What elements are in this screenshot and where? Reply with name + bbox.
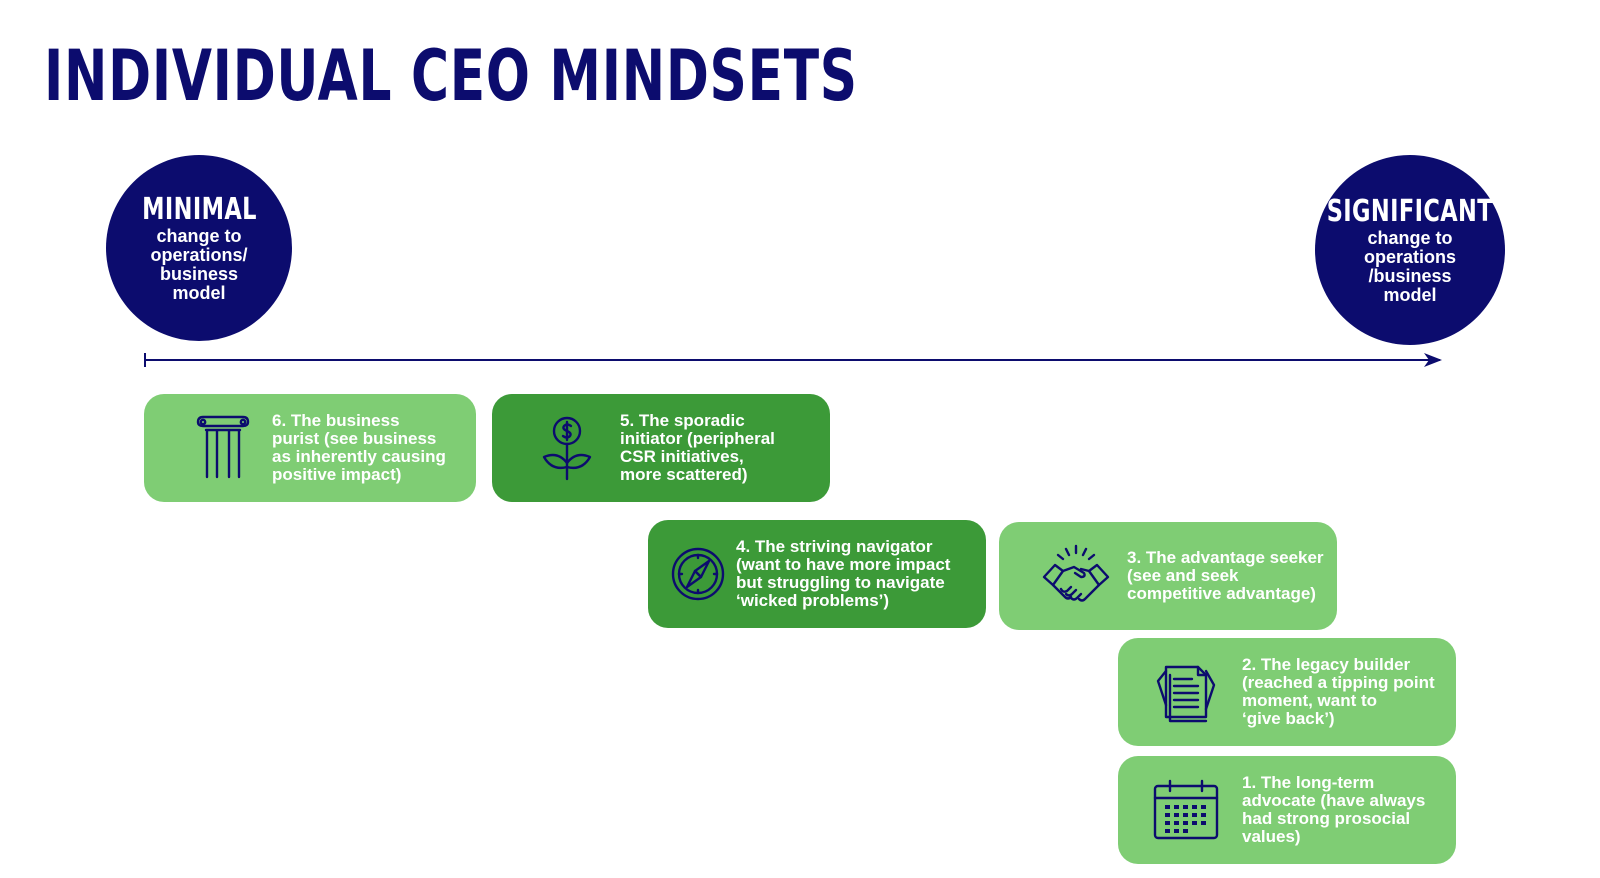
mindset-business-purist: 6. The business purist (see business as …	[144, 394, 476, 502]
mindset-advantage-seeker: 3. The advantage seeker (see and seek co…	[999, 522, 1337, 630]
minimal-label: MINIMAL	[141, 191, 257, 227]
significant-description: change to operations /business model	[1363, 227, 1456, 305]
pillar-icon	[196, 415, 250, 479]
page-title: INDIVIDUAL CEO MINDSETS	[44, 35, 858, 117]
mindset-sporadic-initiator: 5. The sporadic initiator (peripheral CS…	[492, 394, 830, 502]
mindset-legacy-builder: 2. The legacy builder (reached a tipping…	[1118, 638, 1456, 746]
calendar-icon	[1153, 779, 1219, 840]
mindset-4-text: 4. The striving navigator (want to have …	[736, 537, 951, 610]
mindset-2-text: 2. The legacy builder (reached a tipping…	[1242, 655, 1435, 728]
mindset-3-text: 3. The advantage seeker (see and seek co…	[1127, 548, 1324, 603]
mindset-6-text: 6. The business purist (see business as …	[272, 411, 446, 484]
mindset-1-text: 1. The long-term advocate (have always h…	[1242, 773, 1426, 846]
minimal-change-circle: MINIMAL change to operations/ business m…	[106, 155, 292, 341]
significant-label: SIGNIFICANT	[1326, 193, 1494, 229]
significant-change-circle: SIGNIFICANT change to operations /busine…	[1315, 155, 1505, 345]
document-icon	[1156, 665, 1216, 723]
handshake-icon	[1042, 544, 1110, 602]
minimal-description: change to operations/ business model	[150, 225, 248, 303]
mindset-5-text: 5. The sporadic initiator (peripheral CS…	[620, 411, 775, 484]
compass-icon	[671, 547, 725, 601]
money-plant-icon	[542, 416, 592, 481]
mindset-long-term-advocate: 1. The long-term advocate (have always h…	[1118, 756, 1456, 864]
mindset-striving-navigator: 4. The striving navigator (want to have …	[648, 520, 986, 628]
